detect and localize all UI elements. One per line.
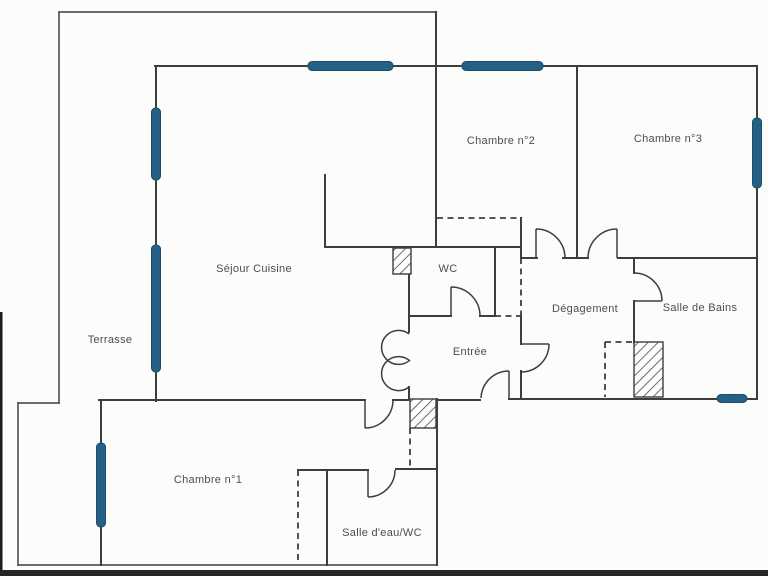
door-swing bbox=[367, 469, 396, 498]
window-marker bbox=[307, 61, 394, 71]
windows bbox=[96, 61, 762, 528]
window-marker bbox=[752, 117, 762, 189]
scan-edge-left bbox=[0, 312, 3, 576]
scan-edge-bottom bbox=[0, 570, 768, 576]
door-swing bbox=[380, 329, 411, 392]
door-swing bbox=[520, 343, 550, 373]
hatch-block bbox=[633, 341, 664, 398]
walls bbox=[98, 11, 758, 566]
door-swing bbox=[364, 399, 394, 429]
scan-artifacts bbox=[0, 312, 768, 576]
door-swing bbox=[450, 286, 481, 317]
room-label-chambre2: Chambre n°2 bbox=[467, 135, 535, 147]
hatch-block bbox=[392, 247, 412, 275]
hatch-block bbox=[409, 398, 437, 429]
room-label-sejour-cuisine: Séjour Cuisine bbox=[216, 263, 292, 275]
window-marker bbox=[96, 442, 106, 528]
room-label-wc: WC bbox=[439, 263, 458, 275]
room-label-degagement: Dégagement bbox=[552, 303, 618, 315]
hatched-blocks bbox=[392, 247, 664, 429]
room-label-entree: Entrée bbox=[453, 346, 487, 358]
doors bbox=[364, 228, 663, 498]
window-marker bbox=[461, 61, 544, 71]
window-marker bbox=[151, 107, 161, 181]
room-labels: Terrasse Séjour Cuisine Chambre n°2 Cham… bbox=[88, 133, 738, 539]
door-swing bbox=[587, 228, 618, 259]
door-swing bbox=[633, 272, 663, 302]
window-marker bbox=[151, 244, 161, 373]
room-label-chambre3: Chambre n°3 bbox=[634, 133, 702, 145]
dashed-partitions bbox=[297, 217, 634, 563]
room-label-salle-eau-wc: Salle d'eau/WC bbox=[342, 527, 422, 539]
door-swing bbox=[535, 228, 566, 259]
room-label-terrasse: Terrasse bbox=[88, 334, 133, 346]
door-swing bbox=[480, 370, 510, 399]
room-label-salle-de-bains: Salle de Bains bbox=[663, 302, 738, 314]
room-label-chambre1: Chambre n°1 bbox=[174, 474, 242, 486]
terrace-outline bbox=[17, 11, 438, 566]
window-marker bbox=[716, 394, 748, 403]
